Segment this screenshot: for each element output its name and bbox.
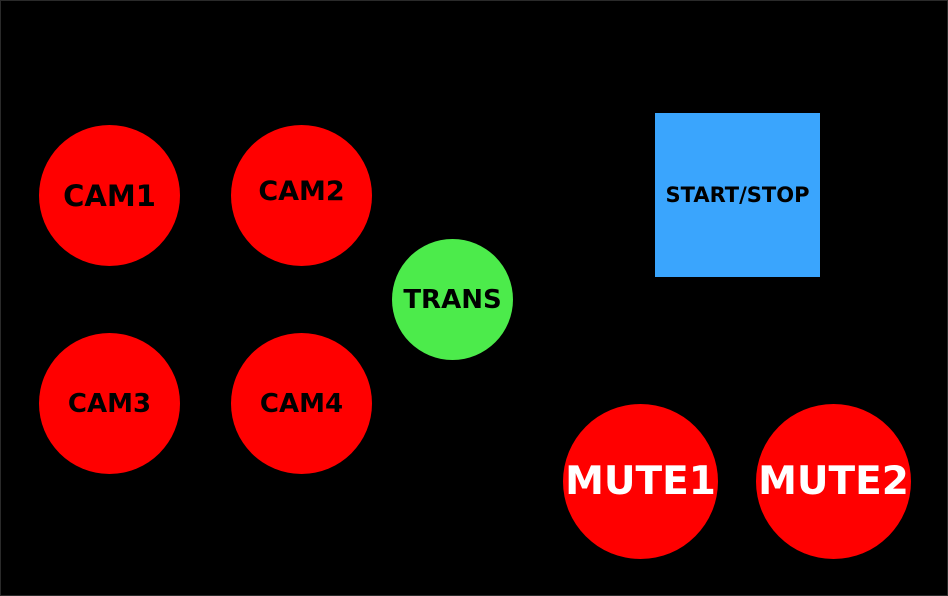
mute1-button[interactable]: MUTE1 bbox=[563, 404, 718, 559]
cam1-button[interactable]: CAM1 bbox=[39, 125, 180, 266]
start-stop-button[interactable]: START/STOP bbox=[655, 113, 820, 277]
cam4-button[interactable]: CAM4 bbox=[231, 333, 372, 474]
cam3-button[interactable]: CAM3 bbox=[39, 333, 180, 474]
transition-button[interactable]: TRANS bbox=[392, 239, 513, 360]
cam2-button[interactable]: CAM2 bbox=[231, 125, 372, 266]
mute2-button[interactable]: MUTE2 bbox=[756, 404, 911, 559]
